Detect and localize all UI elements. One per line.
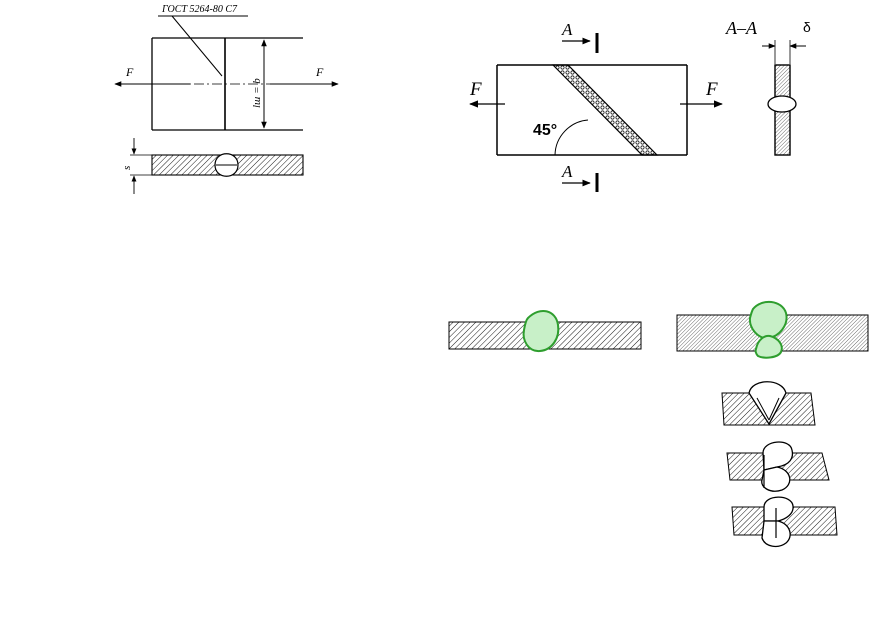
weld-bead-green-bottom [754, 334, 783, 359]
section-aa-view: A–A δ [725, 18, 811, 156]
variant2-weld-bottom [761, 466, 791, 492]
force-label-left: F [125, 65, 134, 79]
standard-label: ГОСТ 5264-80 С7 [161, 4, 238, 15]
double-sided-weld-example [676, 301, 869, 359]
weld-variant-x-groove [731, 496, 838, 548]
variant2-weld-top [762, 441, 794, 471]
weld-variant-v-groove [721, 381, 816, 426]
force2-label-right: F [705, 79, 718, 100]
angle-label: 45° [533, 122, 557, 139]
angle-arc [554, 119, 589, 156]
section-view-label: A–A [725, 18, 758, 38]
variant3-weld-top [763, 496, 794, 522]
weld-variant-k-groove [726, 441, 830, 492]
length-label: lш = b [251, 78, 263, 108]
variant1-weld [748, 381, 787, 426]
section-thickness-label: δ [803, 19, 811, 35]
variant1-groove-left [756, 397, 770, 421]
force-label-right: F [315, 65, 324, 79]
oblique-weld-bead [551, 64, 659, 156]
oblique-joint-view: A A 45° F F [469, 20, 723, 192]
section-mark-top: A [561, 20, 573, 39]
butt-joint-plan-view: ГОСТ 5264-80 С7 F F lш = b [114, 4, 339, 131]
variant3-plate [731, 506, 838, 536]
section-weld [767, 95, 797, 113]
variant1-groove-right [768, 397, 780, 421]
section-mark-bottom: A [561, 162, 573, 181]
force2-label-left: F [469, 79, 482, 100]
thickness-label: s [121, 166, 133, 170]
weld-bead-green-single [522, 309, 560, 353]
single-sided-weld-example [448, 309, 642, 353]
standard-leader-line [171, 15, 223, 77]
butt-joint-section-view: s [121, 138, 304, 194]
